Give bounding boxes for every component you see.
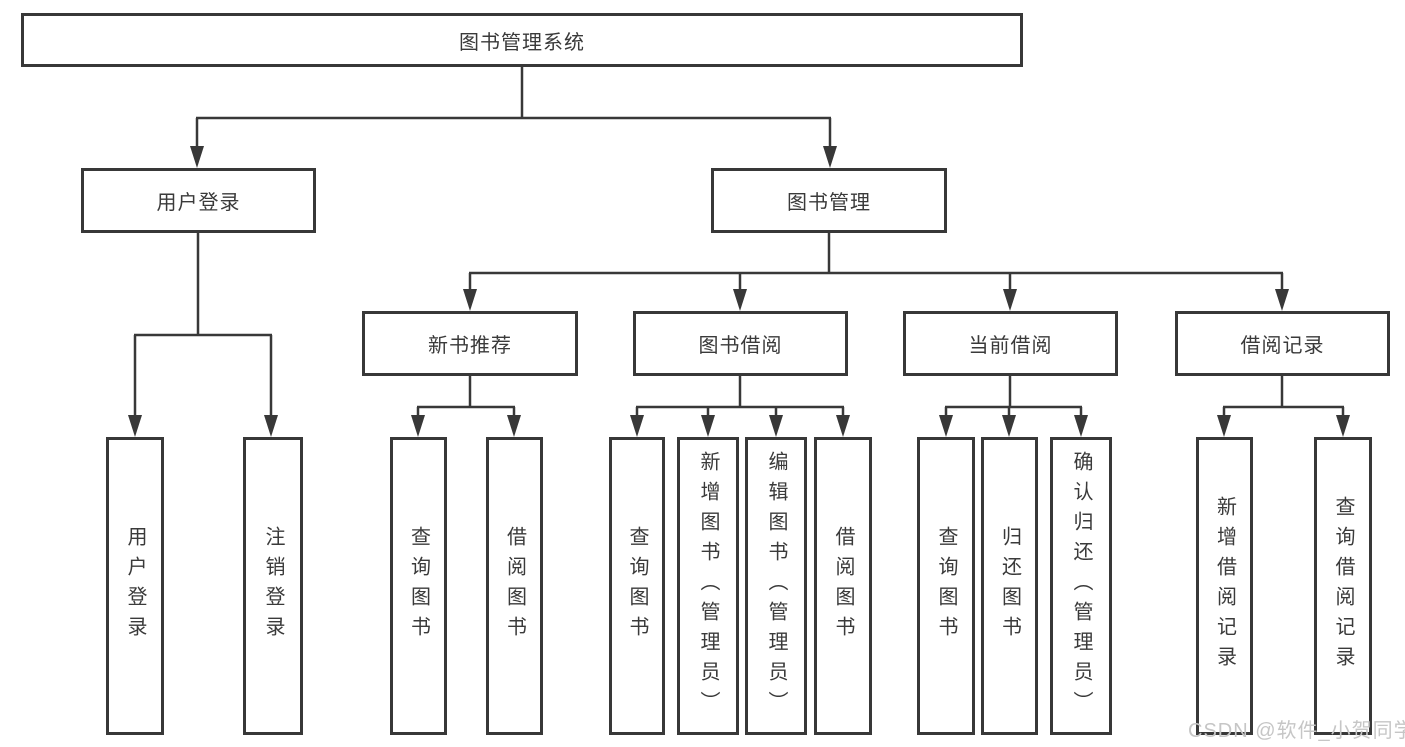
node-book-management-label: 图书管理 xyxy=(787,192,871,214)
leaf-borrow-edit-books-admin-label: 编辑图书（管理员） xyxy=(765,451,787,721)
node-root-label: 图书管理系统 xyxy=(459,31,585,54)
leaf-current-confirm-return-admin-label: 确认归还（管理员） xyxy=(1070,451,1092,721)
leaf-borrow-query-books: 查询图书 xyxy=(609,437,665,735)
leaf-current-return-books: 归还图书 xyxy=(981,437,1038,735)
node-user-login: 用户登录 xyxy=(81,168,316,233)
leaf-borrow-edit-books-admin: 编辑图书（管理员） xyxy=(745,437,807,735)
node-book-borrowing-label: 图书借阅 xyxy=(698,335,783,357)
leaf-records-add-borrow-record: 新增借阅记录 xyxy=(1196,437,1253,735)
node-book-management: 图书管理 xyxy=(711,168,947,233)
leaf-logout-login-label: 注销登录 xyxy=(262,526,284,646)
leaf-current-confirm-return-admin: 确认归还（管理员） xyxy=(1050,437,1112,735)
node-borrowing-records: 借阅记录 xyxy=(1175,311,1390,376)
leaf-records-add-borrow-record-label: 新增借阅记录 xyxy=(1213,496,1236,676)
node-borrowing-records-label: 借阅记录 xyxy=(1240,335,1325,357)
leaf-newbook-borrow-books: 借阅图书 xyxy=(486,437,543,735)
leaf-borrow-borrow-books-label: 借阅图书 xyxy=(832,526,854,646)
node-root: 图书管理系统 xyxy=(21,13,1023,67)
leaf-user-login-label: 用户登录 xyxy=(124,526,146,646)
leaf-borrow-borrow-books: 借阅图书 xyxy=(814,437,872,735)
leaf-newbook-borrow-books-label: 借阅图书 xyxy=(503,526,526,646)
node-user-login-label: 用户登录 xyxy=(156,192,241,214)
leaf-borrow-query-books-label: 查询图书 xyxy=(626,526,648,646)
leaf-records-query-borrow-record: 查询借阅记录 xyxy=(1314,437,1372,735)
node-current-borrowing: 当前借阅 xyxy=(903,311,1118,376)
leaf-borrow-add-books-admin: 新增图书（管理员） xyxy=(677,437,739,735)
leaf-current-query-books: 查询图书 xyxy=(917,437,975,735)
leaf-records-query-borrow-record-label: 查询借阅记录 xyxy=(1332,496,1354,676)
leaf-current-return-books-label: 归还图书 xyxy=(998,526,1021,646)
leaf-current-query-books-label: 查询图书 xyxy=(935,526,957,646)
leaf-logout-login: 注销登录 xyxy=(243,437,303,735)
leaf-borrow-add-books-admin-label: 新增图书（管理员） xyxy=(697,451,719,721)
leaf-newbook-query-books: 查询图书 xyxy=(390,437,447,735)
node-book-borrowing: 图书借阅 xyxy=(633,311,848,376)
leaf-newbook-query-books-label: 查询图书 xyxy=(407,526,430,646)
watermark: CSDN @软件_小贺同学 xyxy=(1188,720,1405,742)
leaf-user-login: 用户登录 xyxy=(106,437,164,735)
node-current-borrowing-label: 当前借阅 xyxy=(968,335,1053,357)
node-new-book-recommend-label: 新书推荐 xyxy=(428,335,512,357)
node-new-book-recommend: 新书推荐 xyxy=(362,311,578,376)
